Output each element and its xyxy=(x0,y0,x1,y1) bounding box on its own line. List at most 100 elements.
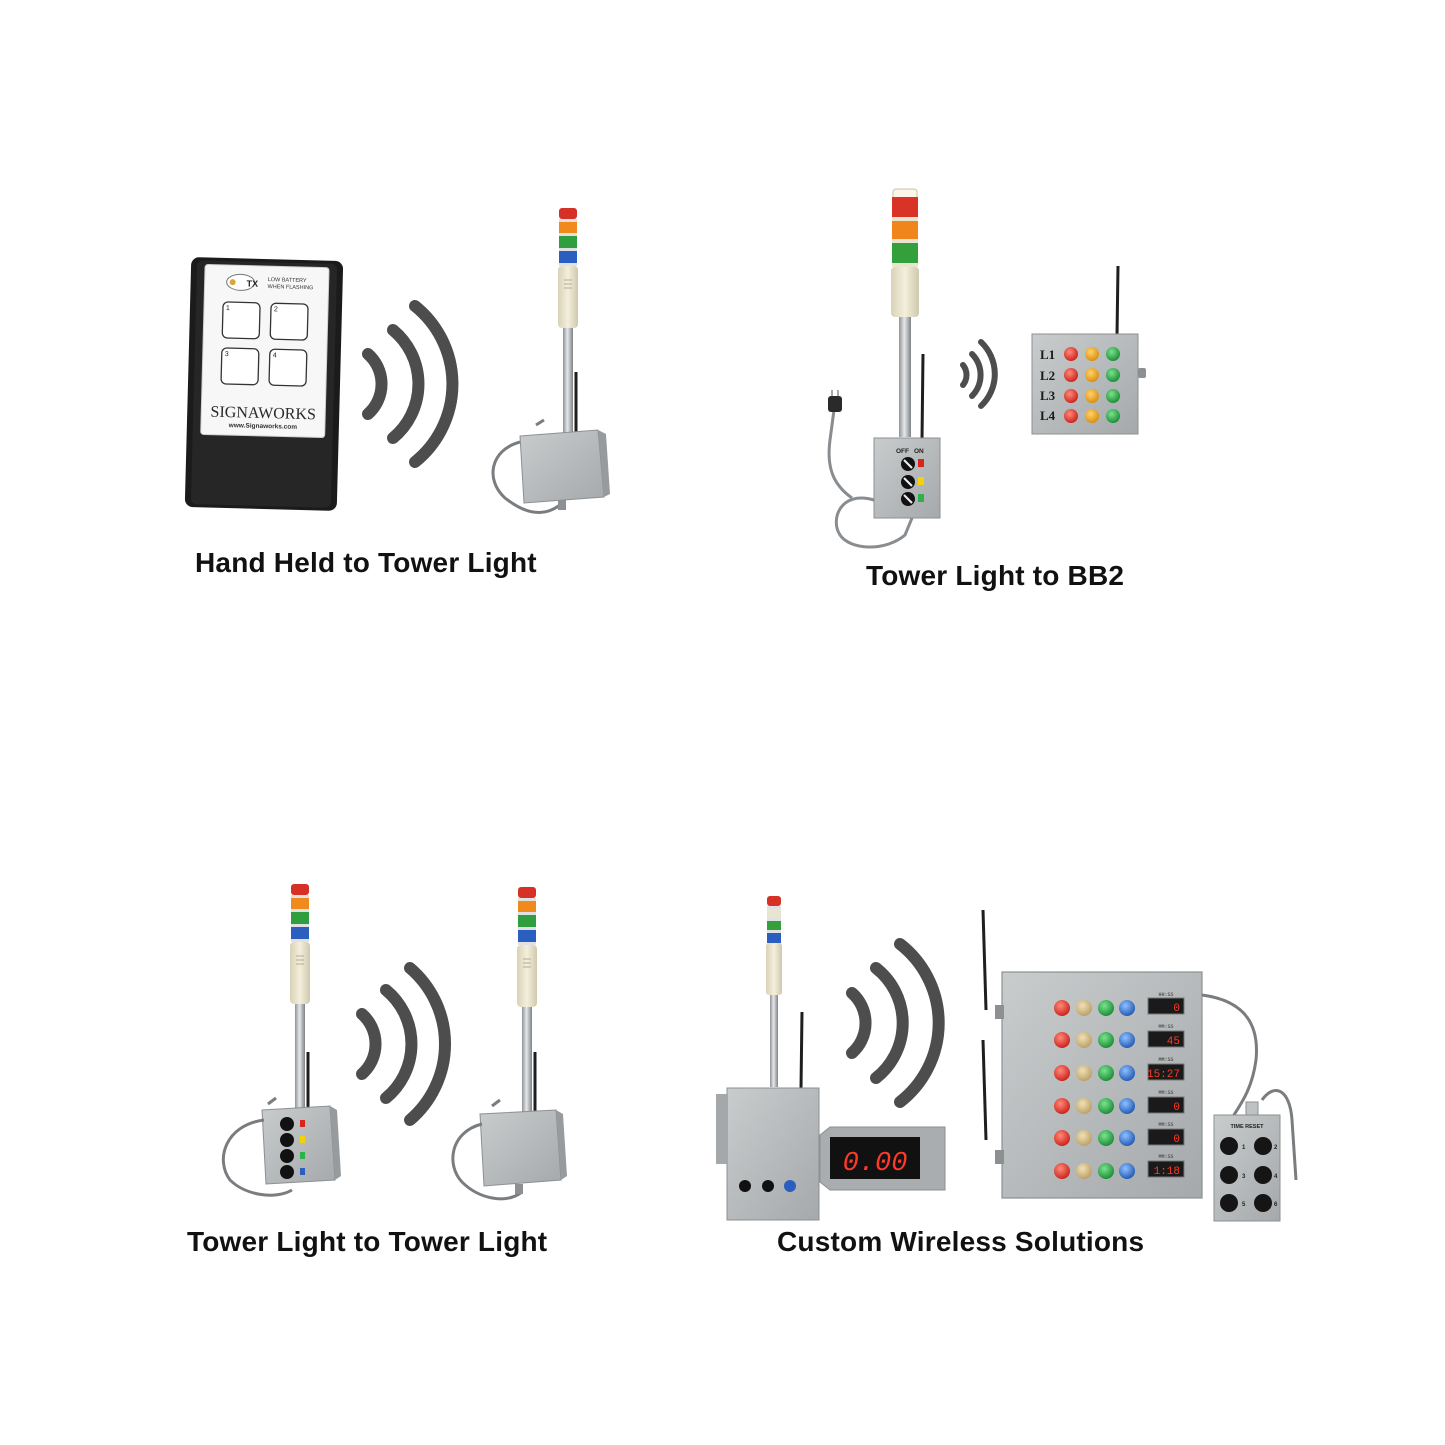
handheld-button-1[interactable]: 1 xyxy=(221,301,261,340)
timer-button-3[interactable] xyxy=(1220,1166,1238,1184)
handheld-transmitter: TX LOW BATTERY WHEN FLASHING 1 2 3 xyxy=(184,257,344,511)
small-display-2-label: MM:SS xyxy=(1158,1024,1173,1030)
reset-button[interactable] xyxy=(784,1180,796,1192)
small-display-1-value: 0 xyxy=(1173,1003,1180,1015)
tx-label: TX xyxy=(246,279,258,289)
handheld-button-2[interactable]: 2 xyxy=(269,302,309,341)
led-row-4 xyxy=(1054,1098,1135,1114)
antenna-icon xyxy=(981,1039,988,1141)
handheld-button-2-label: 2 xyxy=(274,306,278,313)
led-row-2 xyxy=(1054,1032,1135,1048)
panel-handheld-to-tower: TX LOW BATTERY WHEN FLASHING 1 2 3 xyxy=(184,207,610,515)
handheld-button-1-label: 1 xyxy=(226,305,230,312)
selector-switch-1[interactable] xyxy=(739,1180,751,1192)
small-display-1: HH:SS 0 xyxy=(1147,992,1185,1015)
small-display-5-value: 0 xyxy=(1173,1134,1180,1146)
wireless-signal-icon xyxy=(846,938,945,1108)
wireless-signal-icon xyxy=(362,300,459,468)
bb2-row-label-1: L1 xyxy=(1040,347,1055,362)
timer-button-6-label: 6 xyxy=(1274,1202,1278,1208)
small-display-4-label: MM:SS xyxy=(1158,1090,1173,1096)
panel-custom-solutions: 0.00 xyxy=(716,896,1298,1222)
selector-switch-3[interactable] xyxy=(280,1149,294,1163)
timer-button-6[interactable] xyxy=(1254,1194,1272,1212)
led-row-1 xyxy=(1054,1000,1135,1016)
bb2-row-label-3: L3 xyxy=(1040,388,1056,403)
antenna-icon xyxy=(1115,265,1120,337)
caption-tower-to-bb2: Tower Light to BB2 xyxy=(866,560,1125,591)
timer-button-4[interactable] xyxy=(1254,1166,1272,1184)
timer-button-2-label: 2 xyxy=(1274,1145,1278,1151)
led-row-5 xyxy=(1054,1130,1135,1146)
small-display-5-label: MM:SS xyxy=(1158,1122,1173,1128)
caption-custom-solutions: Custom Wireless Solutions xyxy=(777,1226,1145,1257)
handheld-button-4-label: 4 xyxy=(273,352,277,359)
selector-switch-2[interactable] xyxy=(901,475,915,489)
small-display-6: MM:SS 1:18 xyxy=(1147,1154,1185,1178)
tx-indicator-icon xyxy=(229,279,236,286)
tower-light-receiver xyxy=(451,886,567,1201)
indicator-yellow xyxy=(918,477,924,485)
selector-switch-2[interactable] xyxy=(762,1180,774,1192)
tower-light-transmitter xyxy=(221,883,341,1197)
battery-line-2: WHEN FLASHING xyxy=(267,284,313,291)
time-reset-pendant: TIME RESET 1 2 3 4 5 6 xyxy=(1213,1089,1298,1222)
small-display-3-value: 15:27 xyxy=(1147,1069,1180,1081)
antenna-icon xyxy=(981,909,988,1011)
switch-on-label: ON xyxy=(914,448,924,455)
led-row-6 xyxy=(1054,1163,1135,1179)
switch-off-label: OFF xyxy=(896,448,909,455)
bb2-receiver: L1 L2 L3 L4 xyxy=(1031,265,1146,435)
panel-tower-to-bb2: OFF ON L1 L2 xyxy=(827,188,1146,549)
small-display-1-label: HH:SS xyxy=(1158,992,1173,998)
selector-switch-1[interactable] xyxy=(901,457,915,471)
caption-tower-to-tower: Tower Light to Tower Light xyxy=(187,1226,548,1257)
small-display-5: MM:SS 0 xyxy=(1147,1122,1185,1146)
caption-handheld-to-tower: Hand Held to Tower Light xyxy=(195,547,537,578)
time-reset-label: TIME RESET xyxy=(1230,1124,1264,1130)
timer-button-1-label: 1 xyxy=(1242,1145,1246,1151)
tower-light-transmitter: OFF ON xyxy=(827,188,941,549)
led-row-3 xyxy=(1054,1065,1135,1081)
indicator-red xyxy=(918,459,924,467)
handheld-button-3[interactable]: 3 xyxy=(220,347,260,386)
timer-button-4-label: 4 xyxy=(1274,1174,1278,1180)
battery-line-1: LOW BATTERY xyxy=(268,277,307,284)
led-display-unit: 0.00 xyxy=(819,1126,946,1191)
timer-button-1[interactable] xyxy=(1220,1137,1238,1155)
selector-switch-3[interactable] xyxy=(901,492,915,506)
small-display-6-label: MM:SS xyxy=(1158,1154,1173,1160)
small-display-4-value: 0 xyxy=(1173,1102,1180,1114)
selector-switch-1[interactable] xyxy=(280,1117,294,1131)
small-display-2: MM:SS 45 xyxy=(1147,1024,1185,1048)
selector-switch-4[interactable] xyxy=(280,1165,294,1179)
indicator-green xyxy=(918,494,924,502)
brand-logo: SIGNAWORKS xyxy=(210,404,316,424)
wireless-signal-icon xyxy=(960,339,998,409)
custom-control-panel: HH:SS 0 MM:SS 45 MM:SS 15:27 MM:SS xyxy=(981,909,1258,1199)
handheld-button-4[interactable]: 4 xyxy=(268,348,308,387)
timer-button-5[interactable] xyxy=(1220,1194,1238,1212)
tower-light-receiver xyxy=(491,207,610,515)
power-plug-icon xyxy=(828,396,842,412)
panel-tower-to-tower xyxy=(221,883,567,1201)
wireless-signal-icon xyxy=(356,962,451,1126)
bb2-row-label-2: L2 xyxy=(1040,368,1055,383)
small-display-4: MM:SS 0 xyxy=(1147,1090,1185,1114)
bb2-row-label-4: L4 xyxy=(1040,408,1056,423)
big-display-value: 0.00 xyxy=(843,1149,908,1179)
timer-button-5-label: 5 xyxy=(1242,1202,1246,1208)
antenna-icon xyxy=(920,353,925,441)
timer-button-2[interactable] xyxy=(1254,1137,1272,1155)
handheld-button-3-label: 3 xyxy=(225,351,229,358)
antenna-icon xyxy=(799,1011,804,1089)
bb2-led-grid xyxy=(1064,347,1120,423)
small-display-6-value: 1:18 xyxy=(1154,1166,1180,1178)
small-display-3-label: MM:SS xyxy=(1158,1057,1173,1063)
small-display-2-value: 45 xyxy=(1167,1036,1180,1048)
brand-url: www.Signaworks.com xyxy=(228,422,298,431)
selector-switch-2[interactable] xyxy=(280,1133,294,1147)
tower-light-transmitter xyxy=(716,896,820,1221)
timer-button-3-label: 3 xyxy=(1242,1174,1246,1180)
